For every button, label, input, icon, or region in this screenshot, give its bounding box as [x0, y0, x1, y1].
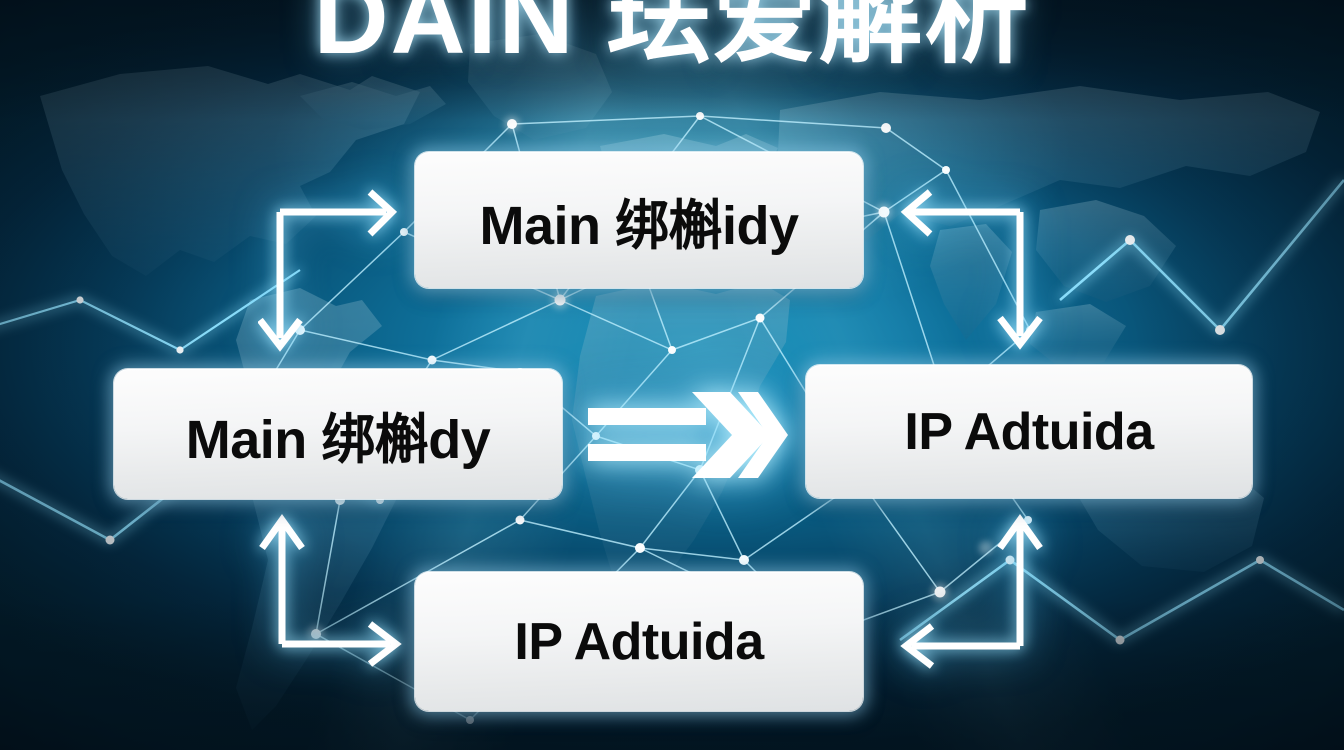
connector-bottom-left [259, 513, 402, 667]
connector-top-right [900, 189, 1043, 350]
node-label-right: IP Adtuida [904, 402, 1154, 461]
node-box-left[interactable]: Main 绑槲dy [114, 369, 562, 499]
node-label-top: Main 绑槲idy [479, 195, 799, 256]
node-box-right[interactable]: IP Adtuida [806, 365, 1252, 498]
node-label-left: Main 绑槲dy [185, 409, 491, 470]
double-chevron-right-arrow-icon [588, 392, 788, 478]
connector-top-left [258, 189, 398, 352]
connector-bottom-right [900, 513, 1043, 669]
node-box-bottom[interactable]: IP Adtuida [415, 572, 863, 711]
node-box-top[interactable]: Main 绑槲idy [415, 152, 863, 288]
page-title: DAIN 珐爱解析 [313, 0, 1031, 76]
node-label-bottom: IP Adtuida [514, 612, 764, 671]
